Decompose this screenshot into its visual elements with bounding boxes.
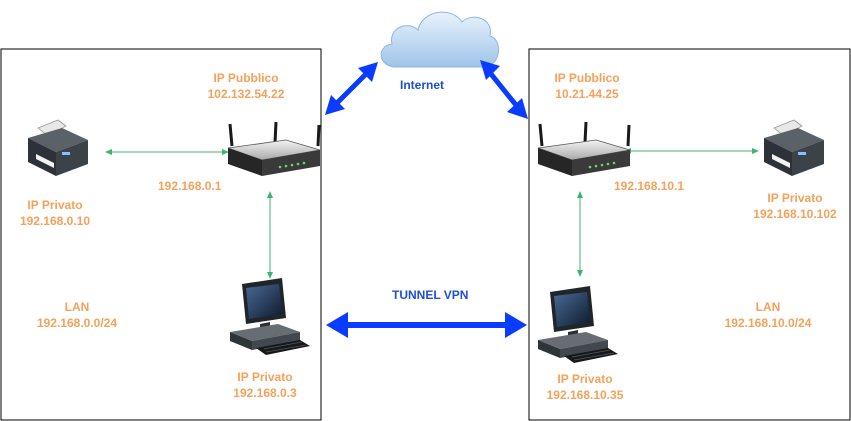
- tunnel-vpn-arrow: [326, 312, 527, 338]
- right-computer-title: IP Privato: [557, 372, 613, 386]
- left-computer-icon: [229, 277, 311, 356]
- left-computer-title: IP Privato: [237, 370, 293, 384]
- right-lan-subnet: 192.168.10.0/24: [724, 316, 812, 330]
- right-printer-label: IP Privato 192.168.10.102: [740, 190, 850, 222]
- left-public-ip-value: 102.132.54.22: [207, 87, 285, 101]
- left-computer-label: IP Privato 192.168.0.3: [215, 369, 315, 401]
- left-printer-ip: 192.168.0.10: [19, 214, 91, 228]
- right-printer-title: IP Privato: [767, 191, 823, 205]
- left-public-ip-title: IP Pubblico: [213, 71, 279, 85]
- right-router-lan-ip: 192.168.10.1: [614, 179, 685, 193]
- tunnel-vpn-label: TUNNEL VPN: [392, 288, 469, 302]
- right-lan-label: LAN 192.168.10.0/24: [708, 299, 828, 331]
- left-lan-title: LAN: [64, 300, 90, 314]
- left-lan-subnet: 192.168.0.0/24: [36, 316, 118, 330]
- left-computer-ip: 192.168.0.3: [233, 386, 297, 400]
- left-router-icon: [226, 120, 322, 178]
- left-printer-icon: [27, 119, 89, 177]
- left-printer-title: IP Privato: [27, 198, 83, 212]
- cloud-icon: [380, 11, 499, 68]
- left-site-box: [0, 48, 322, 421]
- internet-link-right-arrow: [480, 60, 528, 119]
- right-computer-label: IP Privato 192.168.10.35: [530, 371, 640, 403]
- right-public-ip-title: IP Pubblico: [554, 71, 620, 85]
- right-router-icon: [536, 120, 632, 178]
- right-printer-ip: 192.168.10.102: [753, 207, 837, 221]
- right-computer-icon: [537, 285, 619, 364]
- right-public-ip-label: IP Pubblico 10.21.44.25: [537, 70, 637, 102]
- right-public-ip-value: 10.21.44.25: [555, 87, 619, 101]
- left-lan-label: LAN 192.168.0.0/24: [22, 299, 132, 331]
- internet-link-left-arrow: [325, 62, 378, 115]
- left-public-ip-label: IP Pubblico 102.132.54.22: [196, 70, 296, 102]
- right-computer-ip: 192.168.10.35: [546, 388, 624, 402]
- left-printer-label: IP Privato 192.168.0.10: [5, 197, 105, 229]
- left-router-lan-ip: 192.168.0.1: [158, 179, 222, 193]
- right-site-box: [528, 48, 851, 421]
- right-printer-icon: [763, 119, 825, 177]
- right-lan-title: LAN: [755, 300, 781, 314]
- internet-label: Internet: [400, 78, 445, 92]
